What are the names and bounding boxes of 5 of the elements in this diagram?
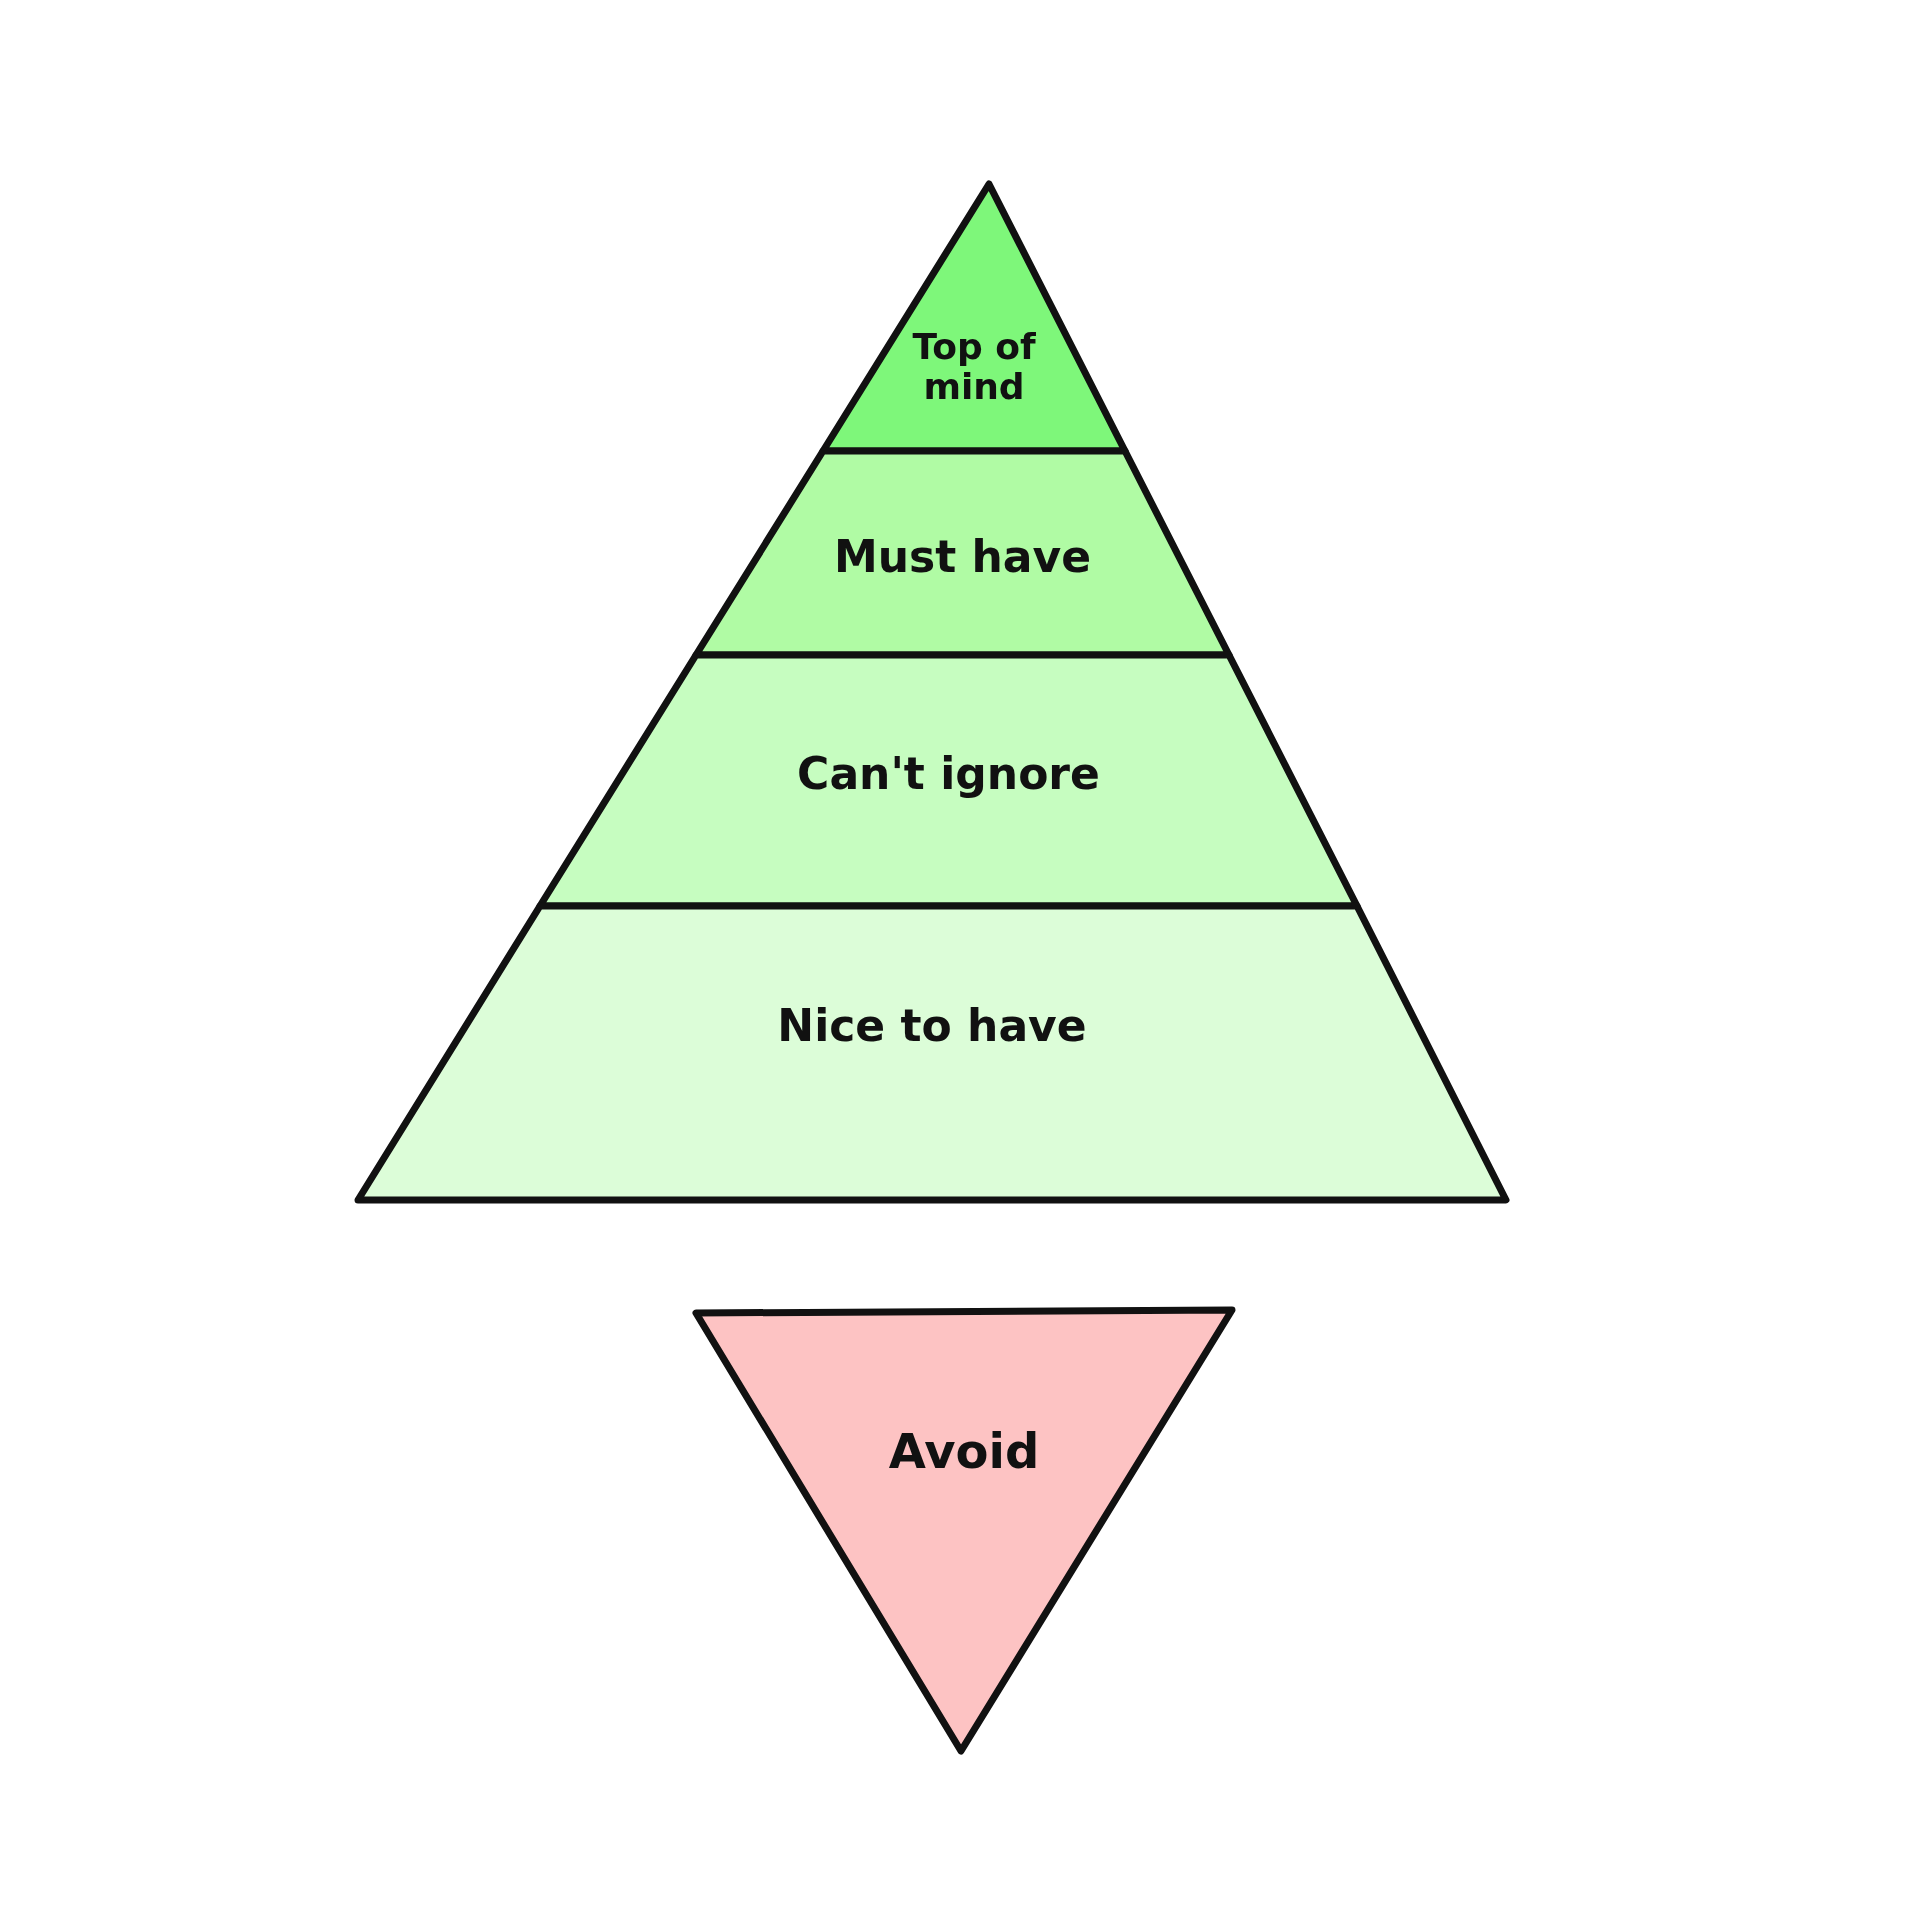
tier-label: Must have	[832, 532, 1093, 582]
tier-label: Avoid	[887, 1424, 1041, 1478]
tier-label: Top of mind	[911, 327, 1037, 407]
tier-label: Nice to have	[776, 1001, 1088, 1051]
tier-label: Can't ignore	[796, 749, 1101, 799]
